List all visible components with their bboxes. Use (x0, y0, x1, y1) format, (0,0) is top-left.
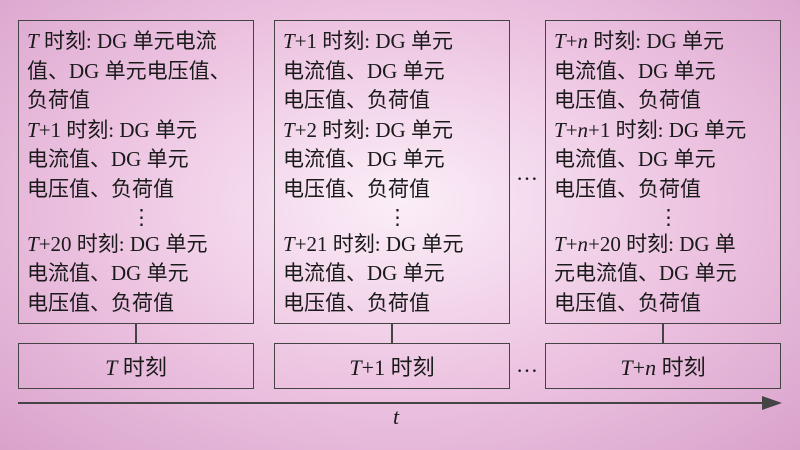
window-line: 电压值、负荷值 (27, 176, 174, 201)
window-line: 电流值、DG 单元 (27, 261, 189, 286)
window-line: 电压值、负荷值 (27, 290, 174, 315)
window-line: T+n 时刻: DG 单元 (554, 29, 724, 53)
window-line: T+20 时刻: DG 单元 (27, 231, 208, 256)
window-line: T+2 时刻: DG 单元 (283, 117, 453, 142)
window-line: 电流值、DG 单元 (27, 147, 189, 172)
window-line: T+n+1 时刻: DG 单元 (554, 117, 747, 142)
time-axis-line (18, 402, 766, 404)
window-line: 值、DG 单元电压值、 (27, 58, 231, 83)
time-label-box-3: T+n 时刻 (545, 343, 781, 389)
time-label-box-1: T 时刻 (18, 343, 254, 389)
window-line: 电流值、DG 单元 (283, 147, 445, 172)
window-box-2: T+1 时刻: DG 单元 电流值、DG 单元 电压值、负荷值 T+2 时刻: … (274, 20, 510, 324)
window-line: T+21 时刻: DG 单元 (283, 231, 464, 256)
window-line: 电流值、DG 单元 (283, 261, 445, 286)
window-line: T+n+20 时刻: DG 单 (554, 231, 736, 256)
time-label: T 时刻 (105, 355, 167, 380)
window-line: 电压值、负荷值 (554, 290, 701, 315)
vertical-ellipsis: ⋮ (131, 204, 152, 229)
time-label: T+1 时刻 (349, 355, 435, 380)
window-line: 电流值、DG 单元 (554, 147, 716, 172)
window-line: T 时刻: DG 单元电流 (27, 29, 217, 53)
vertical-ellipsis: ⋮ (387, 204, 408, 229)
window-line: 元电流值、DG 单元 (554, 261, 737, 286)
vertical-ellipsis: ⋮ (658, 204, 679, 229)
window-box-1: T 时刻: DG 单元电流 值、DG 单元电压值、 负荷值 T+1 时刻: DG… (18, 20, 254, 324)
window-line: 电流值、DG 单元 (554, 58, 716, 83)
window-line: T+1 时刻: DG 单元 (27, 117, 197, 142)
window-line: 负荷值 (27, 88, 90, 113)
connector-line-1 (135, 324, 137, 343)
window-line: 电压值、负荷值 (283, 176, 430, 201)
window-line: 电压值、负荷值 (283, 290, 430, 315)
window-line: 电压值、负荷值 (554, 176, 701, 201)
window-line: T+1 时刻: DG 单元 (283, 29, 453, 53)
ellipsis-between-windows: … (516, 160, 538, 185)
window-line: 电流值、DG 单元 (283, 58, 445, 83)
connector-line-2 (391, 324, 393, 343)
ellipsis-between-labels: … (516, 352, 538, 377)
connector-line-3 (662, 324, 664, 343)
time-axis-label: t (393, 404, 400, 429)
arrow-right-icon (762, 396, 782, 410)
time-label: T+n 时刻 (620, 355, 706, 380)
time-label-box-2: T+1 时刻 (274, 343, 510, 389)
window-line: 电压值、负荷值 (283, 88, 430, 113)
window-line: 电压值、负荷值 (554, 88, 701, 113)
window-box-3: T+n 时刻: DG 单元 电流值、DG 单元 电压值、负荷值 T+n+1 时刻… (545, 20, 781, 324)
